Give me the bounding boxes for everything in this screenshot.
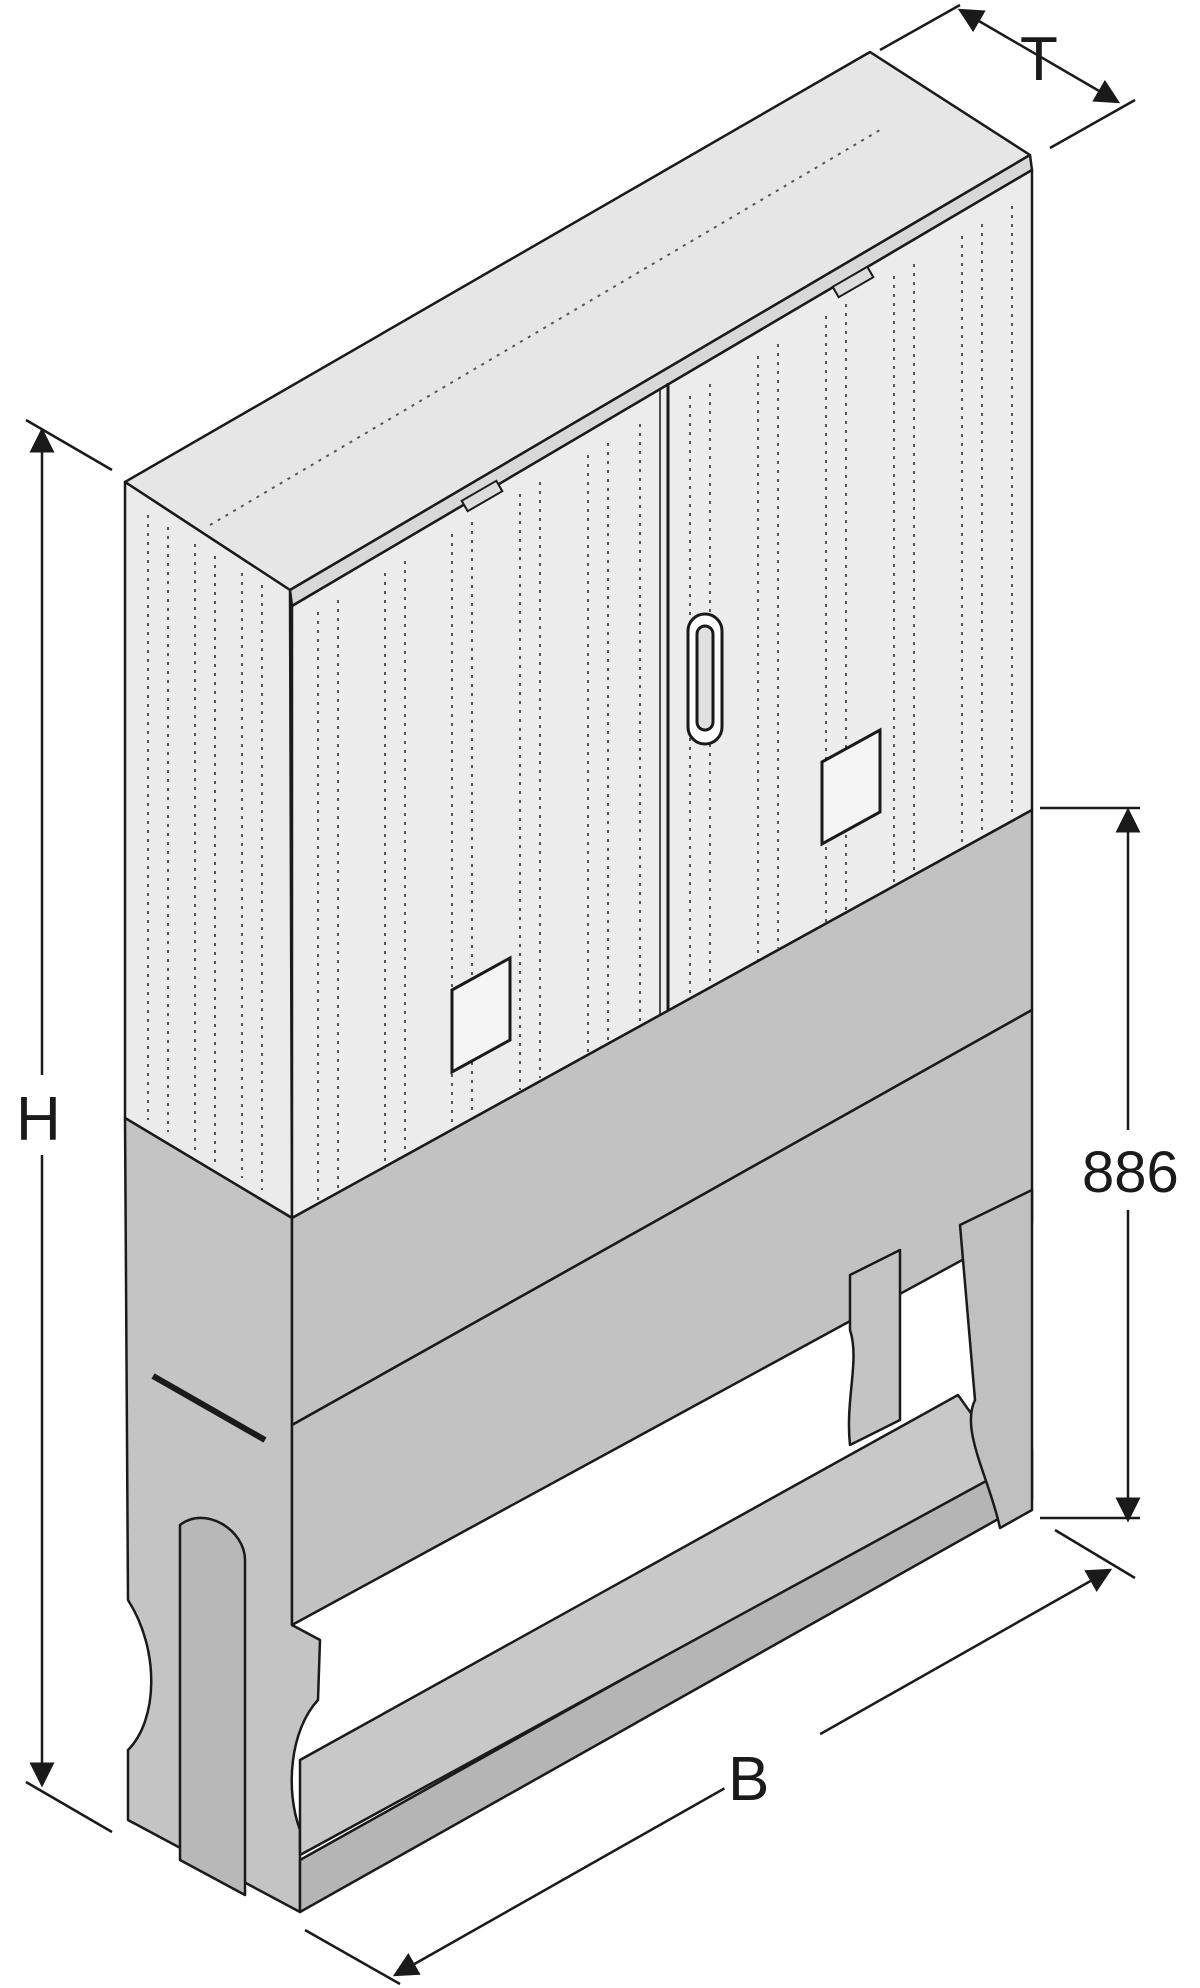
width-label: B <box>728 1745 769 1814</box>
base-height-label: 886 <box>1082 1140 1179 1205</box>
height-label: H <box>16 1085 61 1154</box>
left-door-window <box>450 955 512 1075</box>
base-right-leg-back <box>847 1248 902 1447</box>
base-side-slot <box>151 1373 267 1443</box>
door-hardware <box>450 265 882 1075</box>
right-door-window <box>820 727 882 847</box>
left-leg-slot <box>178 1516 247 1897</box>
lid-dotted-line <box>209 129 881 526</box>
base-right-leg <box>958 1188 1034 1530</box>
door-handle-inner <box>695 624 715 732</box>
cabinet-left-side <box>123 480 294 1220</box>
depth-label: T <box>1020 25 1058 94</box>
depth-dimension-line <box>957 8 1121 104</box>
left-side-ribs <box>147 515 263 1190</box>
